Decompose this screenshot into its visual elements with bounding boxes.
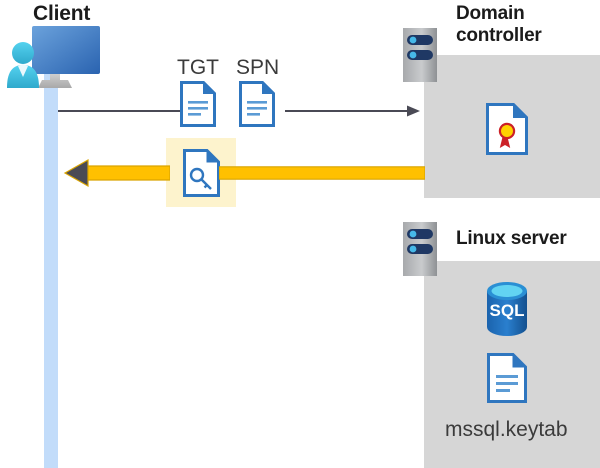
tgt-label: TGT (177, 56, 219, 79)
response-arrow-left-segment (58, 156, 170, 190)
client-lifeline (44, 68, 58, 468)
domain-controller-label-line1: Domain (456, 3, 525, 24)
request-arrow-right-segment (285, 105, 420, 117)
key-document-icon (183, 149, 220, 197)
request-arrow-left-segment (58, 108, 188, 114)
spn-document-icon (239, 81, 275, 127)
domain-controller-label-line2: controller (456, 25, 542, 46)
client-label: Client (33, 2, 91, 25)
user-computer-icon (6, 22, 102, 92)
sql-database-label: SQL (490, 301, 525, 320)
domain-controller-label: Domain controller (456, 3, 596, 47)
certificate-document-icon (486, 103, 528, 155)
response-arrow-right-segment (219, 166, 425, 180)
domain-controller-server-icon (403, 28, 437, 82)
linux-server-label: Linux server (456, 228, 567, 249)
sql-database-icon: SQL (483, 281, 531, 337)
tgt-document-icon (180, 81, 216, 127)
keytab-file-label: mssql.keytab (445, 418, 568, 441)
keytab-document-icon (487, 353, 527, 403)
spn-label: SPN (236, 56, 280, 79)
linux-server-server-icon (403, 222, 437, 276)
